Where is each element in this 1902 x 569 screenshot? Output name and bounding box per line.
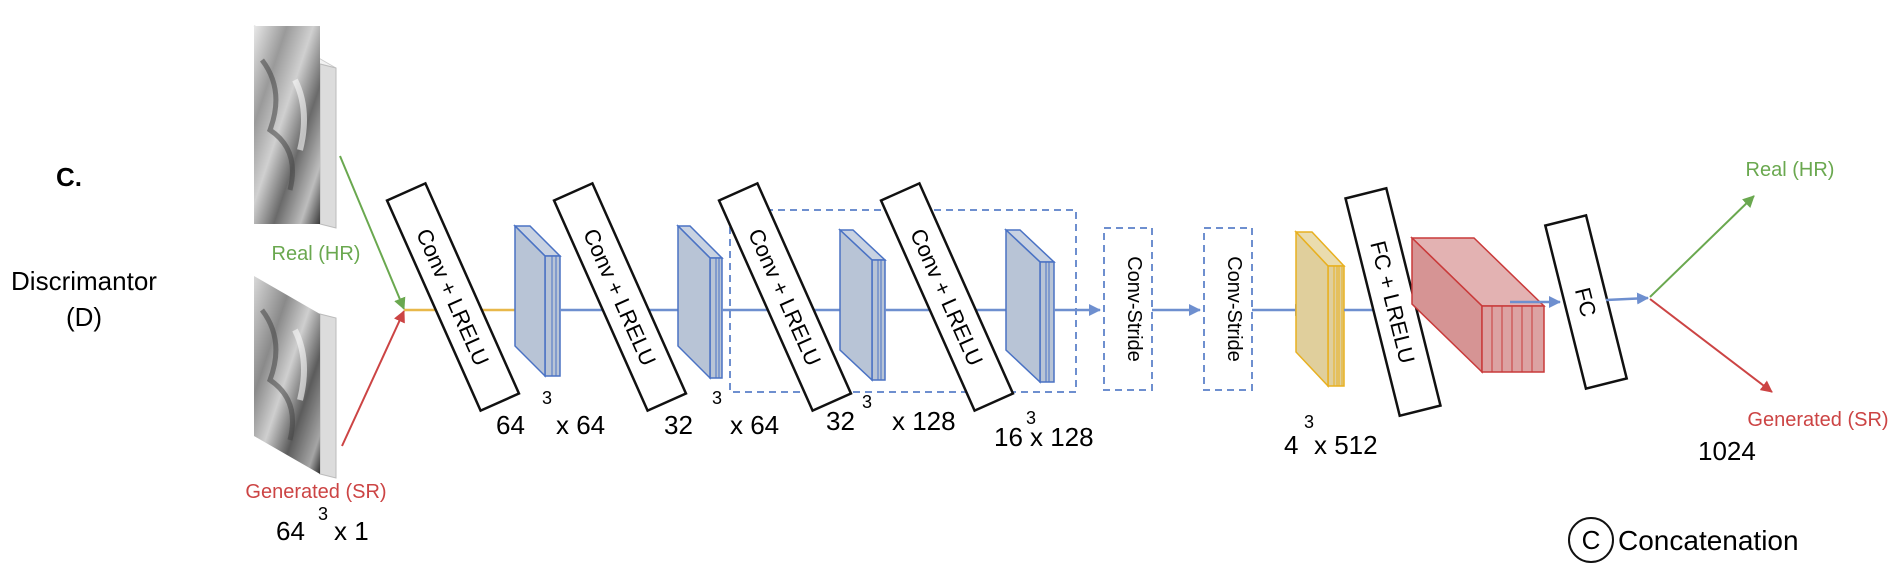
input-size-label: 64 3 x 1 [276, 504, 369, 546]
legend-symbol-letter: C [1582, 525, 1601, 555]
svg-text:3: 3 [862, 392, 872, 412]
feature-map-4 [1004, 228, 1056, 384]
fc-block: FC [1543, 213, 1629, 391]
generated-input-arrow [341, 310, 405, 447]
output-real-label: Real (HR) [1746, 159, 1835, 181]
feature-map-5 [1294, 230, 1346, 388]
input-real-label: Real (HR) [272, 243, 361, 265]
output-generated-label: Generated (SR) [1747, 409, 1888, 431]
svg-text:32: 32 [664, 410, 693, 440]
svg-text:x 64: x 64 [556, 410, 605, 440]
input-size-base: 64 [276, 516, 305, 546]
generated-sr-image [254, 276, 337, 479]
concatenation-symbol [1568, 517, 1614, 563]
conv-stride-block-2: Conv-Stride [1203, 227, 1253, 391]
svg-text:x 128: x 128 [892, 406, 956, 436]
svg-text:1024: 1024 [1698, 436, 1756, 466]
svg-text:3: 3 [712, 388, 722, 408]
size-label-6: 1024 [1698, 436, 1756, 466]
panel-letter: C. [56, 162, 82, 192]
panel-subtitle: (D) [66, 302, 102, 332]
conv-lrelu-block-4: Conv + LRELU [879, 181, 1015, 413]
panel-title: Discrimantor [11, 266, 157, 296]
real-hr-image [253, 25, 337, 229]
stride-1-label: Conv-Stride [1123, 256, 1145, 362]
svg-text:3: 3 [1304, 412, 1314, 432]
output-generated-arrow [1649, 298, 1773, 393]
stride-2-label: Conv-Stride [1223, 256, 1245, 362]
input-size-exp: 3 [318, 504, 328, 524]
size-label-2: 32 3 x 64 [664, 388, 779, 440]
conv-lrelu-block-3: Conv + LRELU [717, 181, 853, 413]
real-input-arrow [339, 155, 406, 310]
size-label-4: 16 3 x 128 [994, 408, 1094, 452]
dense-layer-stack [1410, 236, 1546, 374]
arrow-fc-output [1605, 292, 1649, 305]
legend-concatenation: C Concatenation [1568, 517, 1799, 563]
size-label-5: 4 3 x 512 [1284, 412, 1378, 460]
svg-text:x 64: x 64 [730, 410, 779, 440]
svg-text:32: 32 [826, 406, 855, 436]
conv-stride-block-1: Conv-Stride [1103, 227, 1153, 391]
conv-lrelu-block-1: Conv + LRELU [385, 181, 521, 413]
svg-text:16: 16 [994, 422, 1023, 452]
input-generated-label: Generated (SR) [245, 481, 386, 503]
input-size-rest: x 1 [334, 516, 369, 546]
svg-text:3: 3 [1026, 408, 1036, 428]
conv-lrelu-block-2: Conv + LRELU [552, 181, 688, 413]
feature-map-1 [513, 224, 562, 378]
feature-map-3 [838, 228, 887, 382]
output-real-arrow [1649, 195, 1755, 298]
size-label-1: 64 3 x 64 [496, 388, 605, 440]
svg-text:64: 64 [496, 410, 525, 440]
legend-text: Concatenation [1618, 525, 1799, 556]
svg-text:x 128: x 128 [1030, 422, 1094, 452]
feature-map-2 [676, 224, 724, 380]
svg-text:3: 3 [542, 388, 552, 408]
svg-text:4: 4 [1284, 430, 1298, 460]
size-label-3: 32 3 x 128 [826, 392, 956, 436]
svg-text:x 512: x 512 [1314, 430, 1378, 460]
